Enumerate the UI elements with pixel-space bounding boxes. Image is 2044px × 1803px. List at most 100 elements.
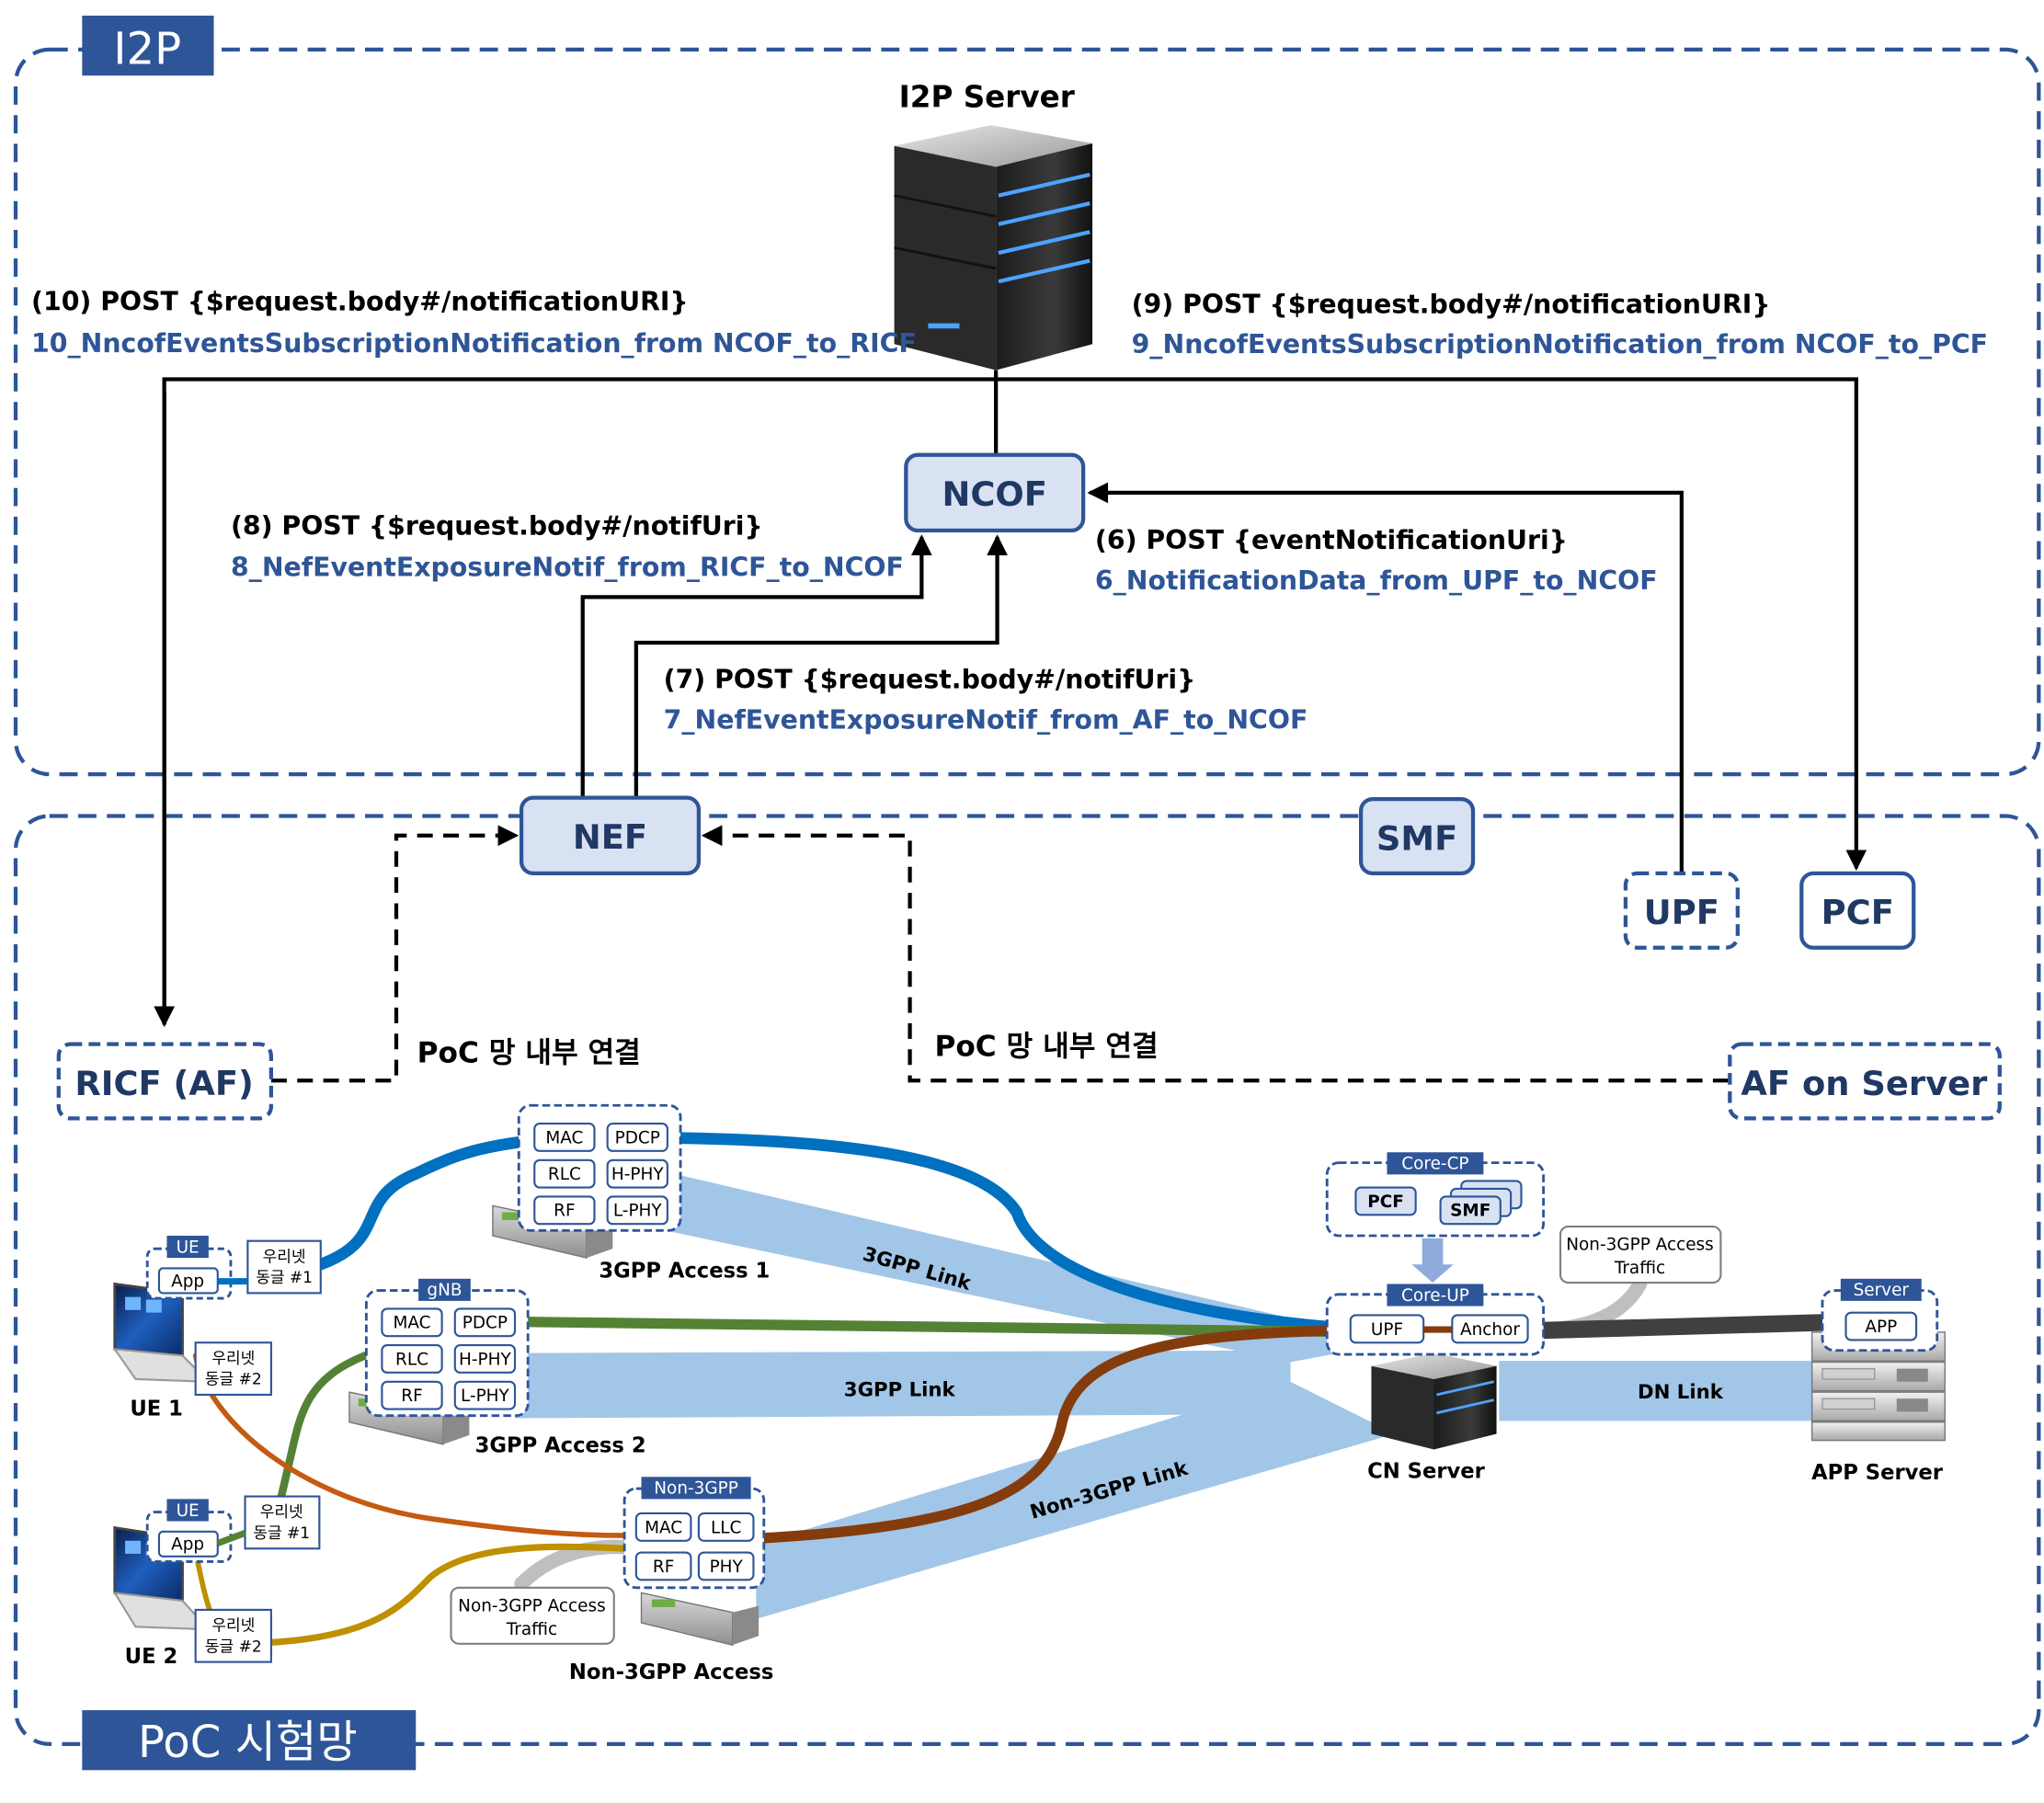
flow-7-name: 7_NefEventExposureNotif_from_AF_to_NCOF [664, 705, 1308, 736]
path-ue1-non3gpp [192, 1352, 629, 1538]
ncof-label: NCOF [942, 474, 1047, 514]
flow-9-name: 9_NncofEventsSubscriptionNotification_fr… [1132, 329, 1988, 359]
ue2-dongle1-l2: 동글 #1 [253, 1524, 310, 1543]
dn-link-label: DN Link [1638, 1381, 1724, 1404]
access1-cell-mac: MAC [545, 1128, 583, 1147]
poc-zone-label: PoC 시험망 [138, 1717, 358, 1768]
flow-9-method: (9) POST {$request.body#/notificationURI… [1132, 289, 1771, 319]
ue2-app-dongle1-link [216, 1529, 246, 1546]
access2-cell-rf: RF [401, 1386, 422, 1406]
access1-label: 3GPP Access 1 [599, 1259, 770, 1283]
ue1-laptop-icon [112, 1282, 211, 1383]
ue2-dongle1-box [244, 1495, 321, 1550]
internal-link-label-left: PoC 망 내부 연결 [417, 1036, 641, 1069]
poc-zone-label-bg [82, 1710, 417, 1771]
non3gpp-cell-phy: PHY [710, 1558, 744, 1577]
core-cp-smf-box[interactable] [1439, 1195, 1502, 1226]
traffic-right-box [1559, 1226, 1722, 1284]
af-server-node[interactable]: AF on Server [1728, 1042, 2002, 1121]
upf-label: UPF [1644, 893, 1719, 932]
core-up-upf: UPF [1371, 1320, 1403, 1340]
poc-zone-border [13, 814, 2041, 1747]
internal-dashed-links [270, 825, 1729, 1083]
i2p-server-title: I2P Server [899, 79, 1075, 114]
core-cp-tag-bg [1387, 1152, 1484, 1175]
nef-label: NEF [573, 817, 647, 857]
ue2-dongle1-l1: 우리넷 [260, 1503, 303, 1522]
traffic-right-l1: Non-3GPP Access [1566, 1236, 1714, 1255]
path-ue1-access1 [314, 1135, 528, 1271]
i2p-zone-border [13, 47, 2041, 777]
server-tower-icon [894, 125, 1093, 371]
data-paths [192, 1132, 1860, 1646]
access1-cell-hphy: H-PHY [611, 1165, 664, 1184]
flow-10-method: (10) POST {$request.body#/notificationUR… [31, 286, 689, 316]
ue2-app-box[interactable] [157, 1530, 219, 1558]
app-server-app-box[interactable] [1844, 1311, 1918, 1341]
ue1-label: UE 1 [130, 1398, 183, 1421]
core-up-tag-bg [1387, 1284, 1484, 1307]
flow-10-name: 10_NncofEventsSubscriptionNotification_f… [31, 328, 917, 359]
af-server-label: AF on Server [1741, 1064, 1988, 1103]
ue2-dongle2-l2: 동글 #2 [205, 1638, 262, 1656]
core-cp-tag: Core-CP [1401, 1155, 1468, 1174]
core-cp-smf: SMF [1450, 1202, 1490, 1221]
cn-server-icon [1371, 1352, 1497, 1450]
app-server-label: APP Server [1811, 1461, 1944, 1485]
flow-8-method: (8) POST {$request.body#/notifUri} [231, 510, 763, 541]
smf-label: SMF [1376, 818, 1457, 858]
ue1-dongle2-l2: 동글 #2 [205, 1371, 262, 1389]
access2-label: 3GPP Access 2 [475, 1433, 646, 1457]
ue2-dongle2-box [194, 1608, 272, 1663]
upf-node[interactable]: UPF [1623, 871, 1740, 950]
flow-6-method: (6) POST {eventNotificationUri} [1095, 525, 1568, 555]
pcf-node[interactable]: PCF [1799, 871, 1916, 950]
non3gpp-cell-mac: MAC [645, 1518, 682, 1537]
non3gpp-tag-bg [641, 1477, 751, 1500]
access1-cell-rf: RF [554, 1202, 575, 1221]
access2-cell-rlc: RLC [395, 1350, 428, 1369]
app-server-app: APP [1865, 1318, 1897, 1337]
ue1-tag: UE [177, 1238, 200, 1257]
access2-tag: gNB [427, 1281, 462, 1300]
ue2-tag-bg [166, 1499, 209, 1522]
notification-arrows [154, 370, 1867, 1028]
non3gpp-link-band [756, 1381, 1395, 1619]
flow-6-name: 6_NotificationData_from_UPF_to_NCOF [1095, 565, 1658, 596]
ue2-tag: UE [177, 1501, 200, 1521]
access2-cell-mac: MAC [393, 1314, 430, 1333]
dn-link-band [1499, 1361, 1812, 1421]
access2-cell-pdcp: PDCP [462, 1314, 508, 1333]
access1-cell-rlc: RLC [548, 1165, 581, 1184]
flow-7-method: (7) POST {$request.body#/notifUri} [664, 665, 1196, 695]
ricf-label: RICF (AF) [74, 1064, 254, 1103]
ue2-app-label: App [171, 1535, 204, 1555]
traffic-left-box [450, 1586, 615, 1645]
core-up-tag: Core-UP [1401, 1286, 1469, 1306]
path-ue2-non3gpp [268, 1543, 630, 1646]
ncof-node[interactable]: NCOF [904, 452, 1086, 533]
ue2-label: UE 2 [125, 1645, 178, 1669]
pcf-label: PCF [1821, 893, 1894, 932]
non3gpp-tag: Non-3GPP [654, 1479, 738, 1499]
access2-tag-bg [418, 1278, 471, 1301]
access1-cell-lphy: L-PHY [613, 1202, 663, 1221]
3gpp-link-2-label: 3GPP Link [844, 1378, 956, 1401]
core-cp-pcf-box[interactable] [1354, 1186, 1417, 1216]
non3gpp-device-icon [640, 1592, 759, 1647]
core-cp-pcf: PCF [1367, 1192, 1404, 1212]
non3gpp-cell-llc: LLC [711, 1518, 741, 1537]
path-anchor-app [1516, 1313, 1860, 1340]
flow-8-name: 8_NefEventExposureNotif_from_RICF_to_NCO… [231, 553, 904, 583]
ue1-dongle2-box [194, 1341, 272, 1397]
non3gpp-cell-rf: RF [653, 1558, 674, 1577]
app-server-tag-bg [1840, 1278, 1922, 1301]
non3gpp-label: Non-3GPP Access [569, 1660, 773, 1684]
ricf-node[interactable]: RICF (AF) [56, 1042, 274, 1121]
access2-cell-lphy: L-PHY [461, 1386, 510, 1406]
smf-node[interactable]: SMF [1358, 796, 1476, 876]
access2-cell-hphy: H-PHY [459, 1350, 511, 1369]
ue1-dongle1-box [246, 1239, 322, 1295]
nef-node[interactable]: NEF [519, 795, 702, 876]
ue1-dongle1-l1: 우리넷 [263, 1248, 306, 1266]
